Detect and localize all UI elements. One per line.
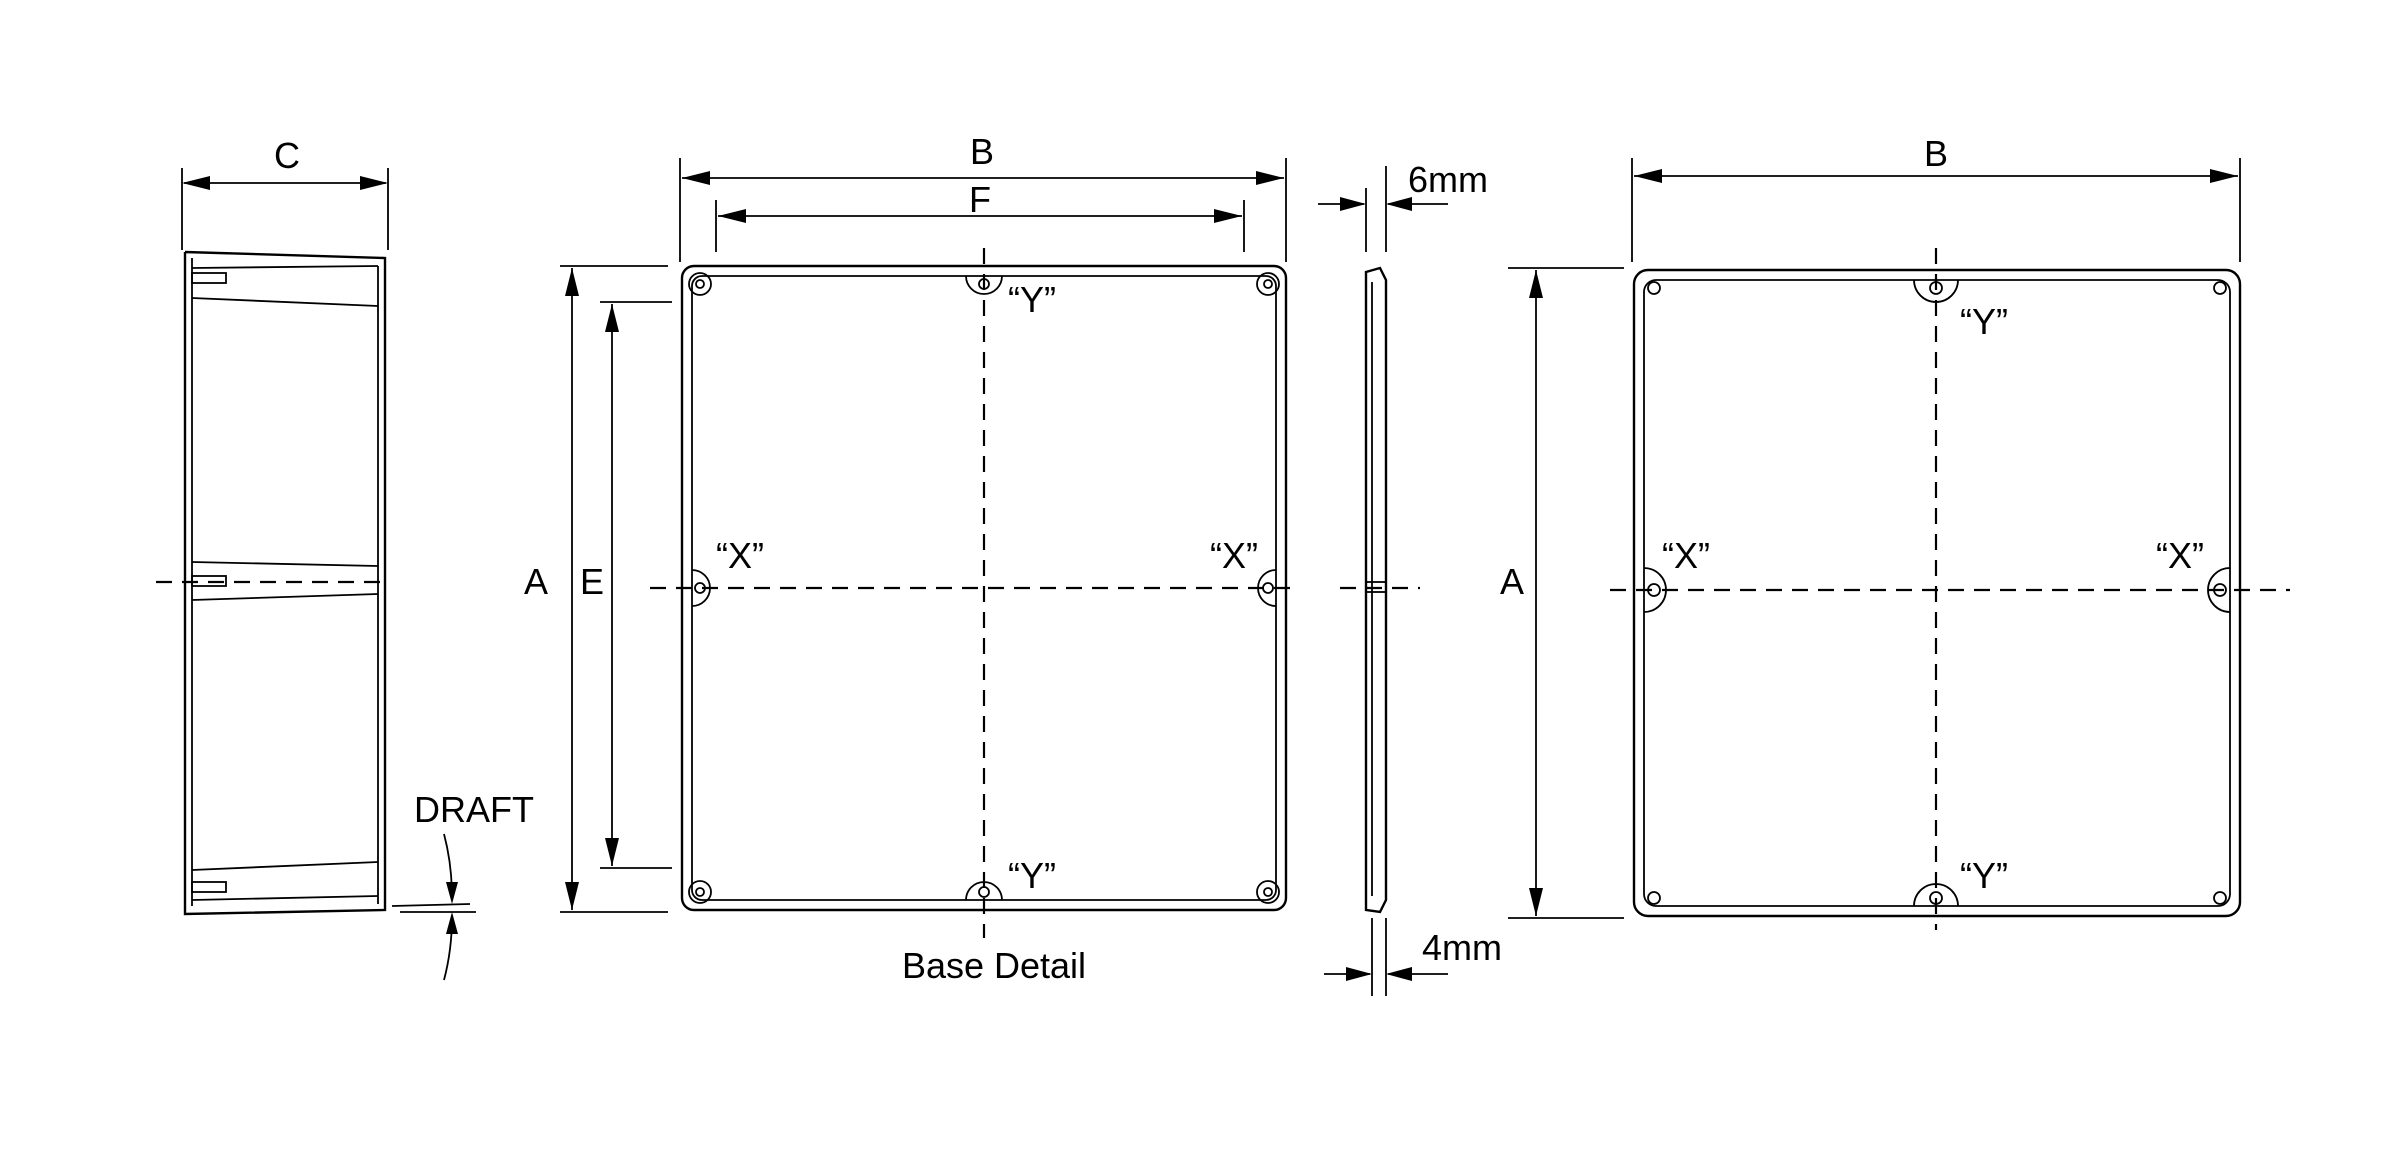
base-detail-view: B F A E	[524, 131, 1300, 986]
side-view: C DRAFT	[156, 135, 534, 981]
hole-x-left-label: “X”	[716, 535, 764, 576]
dimension-e-label: E	[580, 561, 604, 602]
lid-hole-y-top-label: “Y”	[1960, 301, 2008, 342]
base-detail-caption: Base Detail	[902, 945, 1086, 986]
dimension-c-label: C	[274, 135, 300, 176]
lid-view: B A “Y” “Y” “X” “X”	[1500, 133, 2290, 930]
lid-hole-x-right-label: “X”	[2156, 535, 2204, 576]
hole-y-top-label: “Y”	[1008, 279, 1056, 320]
lid-dimension-b-label: B	[1924, 133, 1948, 174]
dimension-b-label: B	[970, 131, 994, 172]
lid-hole-x-left-label: “X”	[1662, 535, 1710, 576]
lid-dimension-a-label: A	[1500, 561, 1524, 602]
dimension-a-label: A	[524, 561, 548, 602]
dimension-f-label: F	[969, 179, 991, 220]
draft-label: DRAFT	[414, 789, 534, 830]
lid-hole-y-bottom-label: “Y”	[1960, 855, 2008, 896]
thickness-4mm-label: 4mm	[1422, 927, 1502, 968]
hole-x-right-label: “X”	[1210, 535, 1258, 576]
hole-y-bottom-label: “Y”	[1008, 855, 1056, 896]
thickness-6mm-label: 6mm	[1408, 159, 1488, 200]
lid-profile-view: 6mm 4mm	[1318, 159, 1502, 996]
